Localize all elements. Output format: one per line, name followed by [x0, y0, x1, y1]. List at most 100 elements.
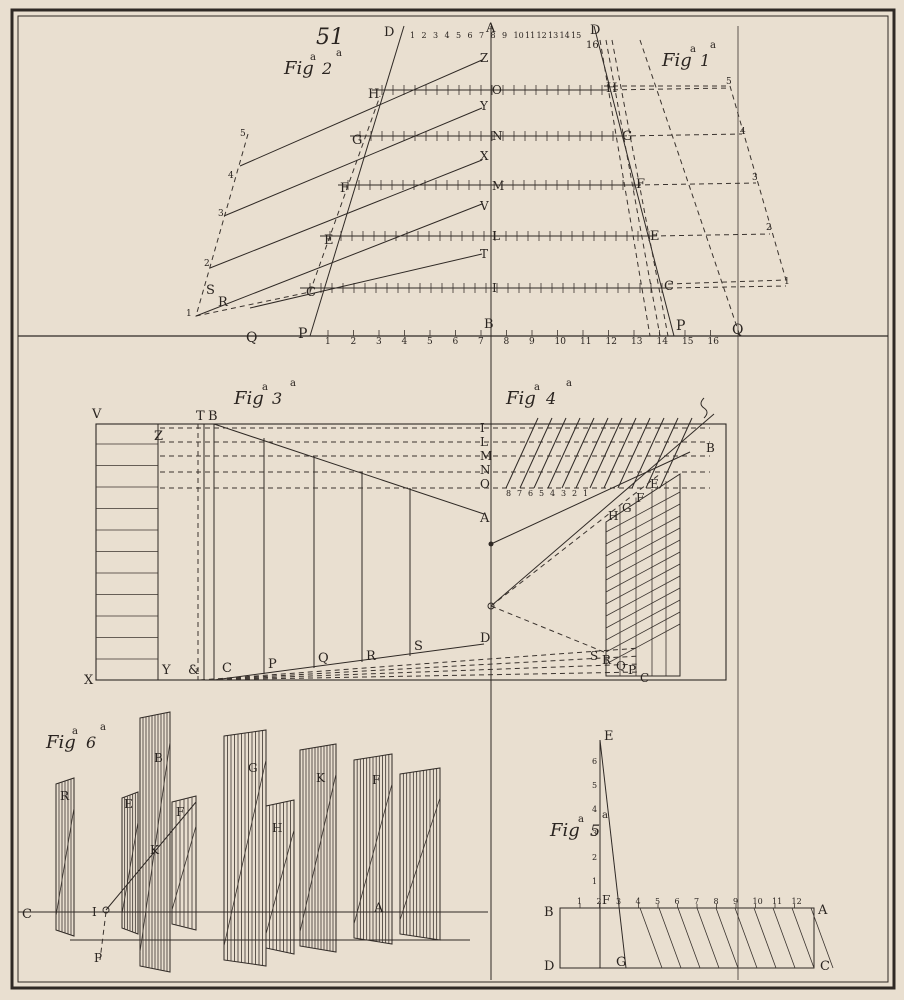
fig5-label-g: G: [616, 955, 626, 970]
fig2-row-letter: H: [368, 87, 379, 102]
fig4-fan-lines: [505, 417, 693, 489]
plate-border: [10, 8, 896, 990]
fig5-scale-label: 2: [597, 897, 602, 906]
top-scale-tick-label: 6: [468, 31, 473, 40]
fig3-receding-panels: [263, 438, 411, 674]
right-dash-guide-4: [639, 39, 741, 337]
fig6-point-i: [102, 906, 110, 914]
fig3-letter: C: [222, 661, 232, 676]
fig4-scale-label: 3: [561, 489, 566, 498]
fig4-title-number: 4: [545, 389, 556, 408]
fig4-fan-line: [589, 417, 623, 489]
fig3-letter: P: [268, 657, 277, 672]
axis-letter: I: [492, 281, 497, 295]
fig6-panel: [265, 799, 295, 955]
fig4-scale-label: 4: [550, 489, 555, 498]
axis-letter: Y: [479, 99, 489, 113]
fig3-top-receding: [213, 423, 485, 515]
fig5-hatch-line: [639, 907, 663, 969]
fig5-scale-label: 7: [694, 897, 699, 906]
fig5-vertical-label: 3: [592, 829, 597, 838]
fig5-scale-label: 11: [772, 897, 782, 906]
top-scale-tick-label: 7: [479, 31, 484, 40]
fig2-row-letter: R: [218, 295, 229, 310]
fig5-title-sup: a: [578, 814, 584, 825]
fig5-hatch-line: [734, 907, 758, 969]
left-side-number: 4: [228, 171, 234, 181]
fig2-title-number: 2: [321, 59, 332, 78]
fig6-label-c: C: [22, 907, 32, 922]
fig4-letter: C: [640, 671, 649, 685]
fig6-panel-letter: H: [272, 821, 282, 835]
fig3-letter: V: [91, 407, 102, 422]
fig4-long-diagonal: [490, 413, 715, 607]
left-side-number: 2: [204, 259, 210, 269]
fig4-letter: G: [622, 501, 632, 515]
fig5-label-d: D: [544, 959, 554, 974]
top-label-16: 16: [586, 40, 599, 51]
fig3-letter: &: [188, 663, 200, 678]
fig5-scale-label: 5: [655, 897, 660, 906]
fig4-dash-diagonal-2: [490, 605, 605, 653]
fig4-letter: B: [706, 441, 715, 455]
fig1-right-trapezoid: [604, 85, 787, 285]
fig5-vertical-label: 1: [592, 877, 597, 886]
top-scale-tick-label: 1: [410, 31, 415, 40]
fig1-title-number: 1: [700, 51, 710, 70]
fig2-title-word: Fig: [283, 58, 314, 79]
fig3-letter: R: [366, 649, 377, 664]
row-extension-right: [635, 182, 757, 186]
fig4-letter: S: [590, 649, 598, 663]
fig4-fan-line: [659, 417, 693, 489]
right-side-number: 4: [740, 127, 746, 137]
fig6-panel-diagonal: [55, 807, 75, 917]
fig4-hatched-panel: [605, 473, 681, 677]
fig3-eye-point: [487, 602, 495, 610]
ground-label-p-left: P: [298, 326, 307, 342]
fig4-panel-hatch: [605, 551, 681, 593]
fig4-panel-hatch: [605, 503, 681, 545]
fig4-panel-hatch: [605, 611, 681, 653]
ground-scale-label: 7: [478, 337, 484, 347]
fig4-panel-hatch: [605, 539, 681, 581]
fig2-diag-4: [249, 253, 483, 309]
fig4-scale-label: 2: [572, 489, 577, 498]
ground-scale-label: 9: [529, 337, 535, 347]
fig4-scale-label: 5: [539, 489, 544, 498]
fig3-letter: B: [208, 409, 218, 424]
top-scale-tick-label: 13: [548, 31, 558, 40]
fig6-label-k: K: [150, 843, 160, 857]
fig5-hatch-line: [772, 907, 796, 969]
plate-inner-border: [17, 15, 889, 983]
fig5-vertical-label: 4: [592, 805, 597, 814]
top-scale-tick-label: 4: [445, 31, 450, 40]
fig4-panel-outline: [605, 473, 681, 677]
fig4-scale-label: 8: [506, 489, 511, 498]
fig3-bottom-receding: [213, 643, 485, 681]
fig4-flourish: [700, 397, 708, 419]
fig3-letter: X: [84, 673, 94, 688]
fig3-floor-dash: [199, 663, 641, 681]
fig2-title: Fig a 2 a: [283, 48, 342, 79]
fig5-vertical-label: 2: [592, 853, 597, 862]
axis-letter: L: [492, 229, 500, 243]
fig5-hatch-line: [753, 907, 777, 969]
fig4-fan-line: [547, 417, 581, 489]
top-scale-tick-label: 9: [502, 31, 507, 40]
transversal-rows: [300, 85, 787, 293]
fig3-title-sup2: a: [290, 378, 296, 389]
fig4-scale-label: 6: [528, 489, 533, 498]
top-label-d-left: D: [384, 25, 394, 40]
fig4-panel-hatch: [605, 563, 681, 605]
fig4-fan-line: [575, 417, 609, 489]
fig2-diag-3: [239, 59, 483, 167]
fig2-diag-1: [209, 159, 483, 269]
fig5-scale-label: 3: [616, 897, 621, 906]
fig6-panel-diagonal: [139, 741, 171, 953]
axis-letter: O: [492, 83, 502, 97]
